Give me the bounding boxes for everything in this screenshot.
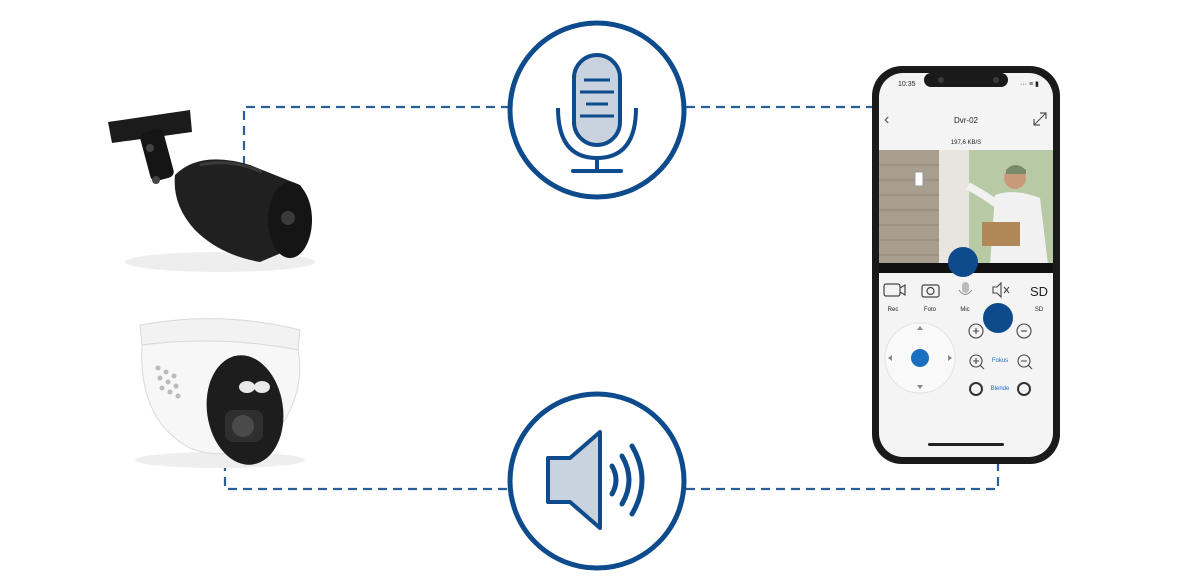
- arrow-down-icon[interactable]: [917, 385, 923, 389]
- ptz-joystick[interactable]: [884, 322, 956, 394]
- focus-in-button[interactable]: [969, 354, 985, 370]
- sd-icon: SD: [1030, 284, 1048, 299]
- fullscreen-icon[interactable]: [1033, 112, 1047, 126]
- bullet-camera: [108, 110, 315, 272]
- zoom-out-button[interactable]: [1016, 323, 1032, 339]
- live-video-feed[interactable]: [879, 150, 1053, 273]
- mic-connection-node: [948, 247, 978, 277]
- status-time: 10:35: [898, 81, 916, 88]
- bitrate-readout: 197,6 KB/S: [951, 140, 981, 146]
- lens-controls: [968, 323, 1033, 396]
- speaker-circle: [507, 391, 687, 571]
- home-indicator: [928, 443, 1004, 446]
- focus-out-button[interactable]: [1017, 354, 1033, 370]
- mic-label: Mic: [960, 307, 969, 313]
- sd-label: SD: [1035, 307, 1044, 313]
- iris-open-button[interactable]: [969, 382, 983, 396]
- top-connection-line: [242, 105, 508, 165]
- zoom-in-button[interactable]: [968, 323, 984, 339]
- record-button[interactable]: Rec: [883, 283, 906, 313]
- microphone-icon: [556, 53, 638, 173]
- photo-label: Foto: [924, 307, 937, 313]
- dome-camera: [135, 318, 305, 468]
- arrow-left-icon[interactable]: [888, 355, 892, 361]
- speaker-connection-node: [983, 303, 1013, 333]
- sd-button[interactable]: SD SD: [1030, 284, 1048, 313]
- back-chevron-icon[interactable]: ‹: [884, 111, 889, 128]
- speaker-icon: [546, 430, 645, 530]
- focus-label: Fokus: [992, 358, 1008, 364]
- mute-button[interactable]: [992, 281, 1010, 299]
- arrow-right-icon[interactable]: [948, 355, 952, 361]
- phone-toolbar: Rec Foto Mic SD SD: [883, 281, 1048, 313]
- iris-label: Blende: [991, 386, 1010, 392]
- status-icons: ··· ≡ ▮: [1020, 81, 1039, 88]
- record-label: Rec: [888, 307, 899, 313]
- camera-name: Dvr-02: [954, 116, 979, 125]
- photo-button[interactable]: Foto: [921, 284, 940, 313]
- bottom-connection-line: [223, 462, 508, 491]
- joystick-knob[interactable]: [911, 349, 929, 367]
- iris-close-button[interactable]: [1017, 382, 1031, 396]
- mic-button[interactable]: Mic: [958, 282, 973, 313]
- arrow-up-icon[interactable]: [917, 326, 923, 330]
- microphone-circle: [507, 20, 687, 200]
